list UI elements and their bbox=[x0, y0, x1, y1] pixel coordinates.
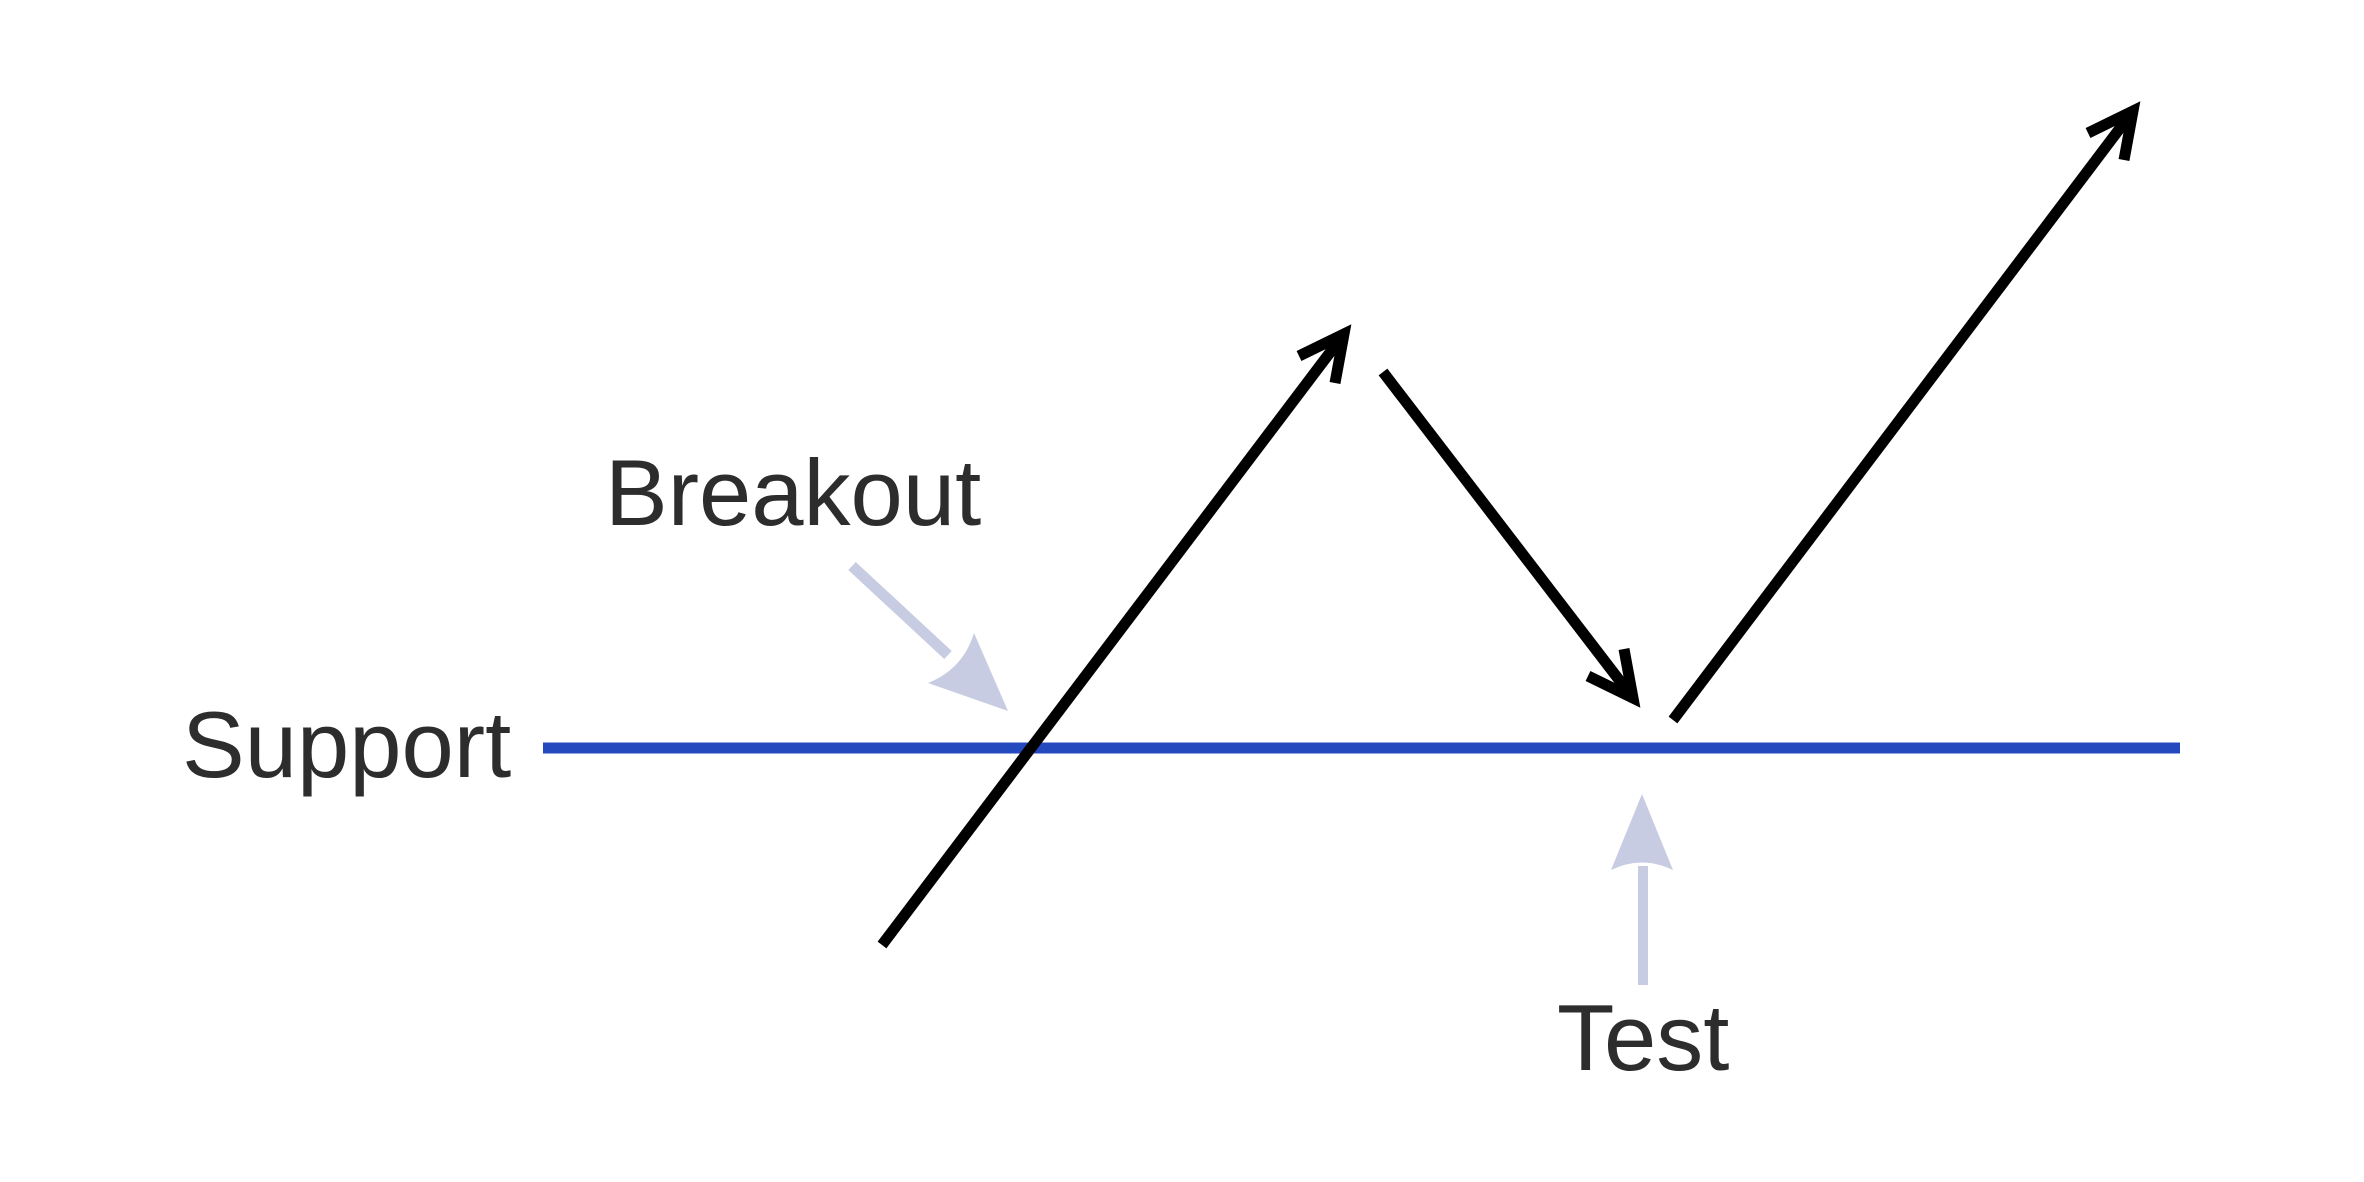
breakout-pointer-arrow bbox=[848, 561, 1008, 711]
price-arrow-up-2-shaft bbox=[1668, 107, 2138, 724]
price-arrow-up-1-shaft bbox=[877, 330, 1349, 949]
breakout-pointer-arrowhead-icon bbox=[928, 633, 1008, 711]
breakout-pointer-shaft bbox=[848, 561, 952, 660]
price-arrow-down-arrowhead-icon bbox=[1585, 648, 1641, 708]
test-pointer-arrow bbox=[1611, 794, 1673, 985]
price-arrow-up-1 bbox=[877, 324, 1352, 949]
price-arrow-up-1-arrowhead-icon bbox=[1296, 324, 1352, 384]
price-arrow-up-2-arrowhead-icon bbox=[2085, 101, 2141, 161]
breakout-label: Breakout bbox=[605, 440, 981, 545]
support-label: Support bbox=[182, 692, 511, 797]
price-arrow-up-2 bbox=[1668, 101, 2141, 724]
price-arrow-down-shaft bbox=[1378, 368, 1638, 702]
price-arrow-down bbox=[1378, 368, 1641, 708]
test-pointer-arrowhead-icon bbox=[1611, 794, 1673, 870]
test-label: Test bbox=[1557, 985, 1729, 1090]
